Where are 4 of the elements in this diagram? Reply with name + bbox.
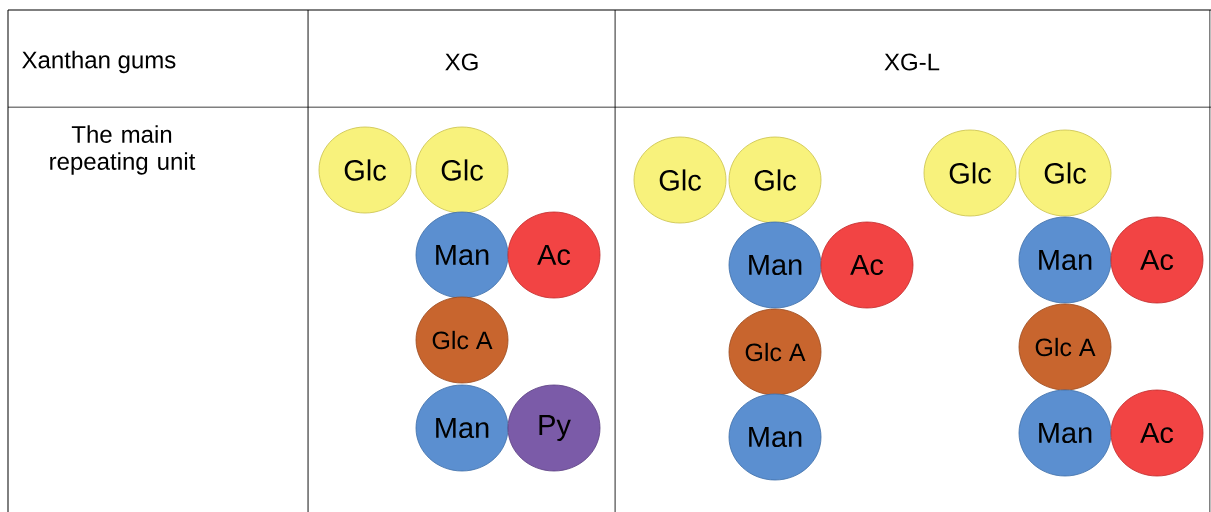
table-cell-text: The main repeating unit — [50, 125, 196, 175]
table-cell-text: XG-L — [884, 53, 940, 71]
table-cell-text: XG — [445, 53, 478, 71]
table-cell-text: Xanthan gums — [22, 50, 176, 74]
